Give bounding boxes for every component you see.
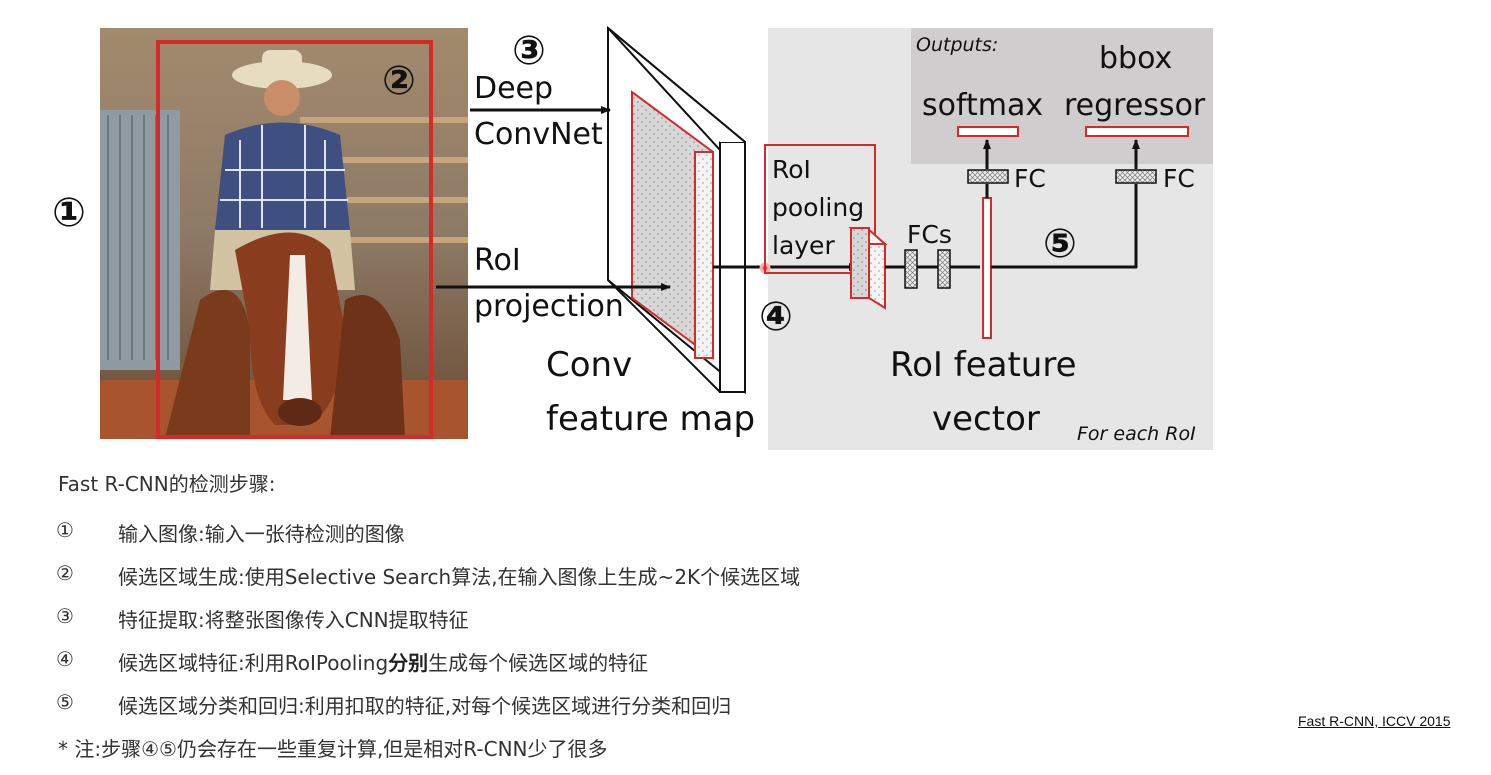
fc-layer-2 (937, 249, 951, 289)
step-text: 特征提取:将整张图像传入CNN提取特征 (118, 608, 469, 632)
step-number: ③ (56, 604, 74, 628)
outputs-panel (911, 28, 1213, 164)
softmax-output (957, 126, 1019, 137)
step-text-emphasis: 分别 (388, 651, 429, 675)
label-outputs: Outputs: (916, 34, 998, 56)
label-conv: Conv (546, 345, 632, 385)
label-vector: vector (932, 399, 1040, 439)
label-bbox: bbox (1099, 41, 1172, 76)
step-marker-4: ④ (759, 294, 793, 340)
label-projection: projection (474, 289, 624, 324)
step-text-after: 生成每个候选区域的特征 (428, 651, 649, 675)
label-roi-feature: RoI feature (890, 345, 1077, 385)
label-fcs: FCs (907, 220, 952, 249)
label-for-each-roi: For each RoI (1077, 423, 1196, 445)
step-number: ④ (56, 647, 74, 671)
roi-pooled-feature (848, 227, 888, 310)
roi-feature-vector (982, 197, 992, 339)
step-marker-2: ② (382, 58, 416, 104)
step-marker-5: ⑤ (1043, 221, 1077, 267)
step-text: 候选区域分类和回归:利用扣取的特征,对每个候选区域进行分类和回归 (118, 694, 732, 718)
label-roi: RoI (474, 243, 521, 278)
label-deep: Deep (474, 71, 553, 106)
step-number: ① (56, 518, 74, 542)
step-marker-3: ③ (512, 28, 546, 74)
conv-feature-map (607, 25, 746, 395)
citation-link[interactable]: Fast R-CNN, ICCV 2015 (1298, 713, 1451, 729)
label-convnet: ConvNet (474, 117, 603, 152)
label-fc-bbox: FC (1163, 164, 1195, 193)
label-fc-softmax: FC (1014, 164, 1046, 193)
input-image (100, 28, 468, 439)
label-roi-pooling-3: layer (772, 231, 835, 260)
step-text: 候选区域生成:使用Selective Search算法,在输入图像上生成~2K个… (118, 565, 801, 589)
step-text-before: 候选区域特征:利用RoIPooling (118, 651, 389, 675)
step-number: ⑤ (56, 690, 74, 714)
roi-pooling-label-box (764, 144, 876, 274)
fc-layer-1 (904, 249, 918, 289)
label-roi-pooling-2: pooling (772, 193, 864, 222)
label-feature-map: feature map (546, 399, 755, 439)
label-regressor: regressor (1064, 88, 1206, 123)
step-text: 候选区域特征:利用RoIPooling分别生成每个候选区域的特征 (118, 647, 648, 676)
bbox-output (1085, 126, 1189, 137)
label-roi-pooling-1: RoI (772, 155, 811, 184)
label-softmax: softmax (922, 88, 1043, 123)
softmax-fc (967, 169, 1009, 184)
steps-note: * 注:步骤④⑤仍会存在一些重复计算,但是相对R-CNN少了很多 (58, 737, 608, 761)
step-number: ② (56, 561, 74, 585)
step-text: 输入图像:输入一张待检测的图像 (118, 522, 405, 546)
bbox-fc (1115, 169, 1157, 184)
fast-rcnn-diagram: ① ② ③ ④ ⑤ Deep ConvNet RoI projection Co… (52, 25, 1213, 450)
region-proposal-box (156, 40, 433, 439)
step-marker-1: ① (52, 190, 86, 236)
steps-heading: Fast R-CNN的检测步骤: (58, 472, 276, 496)
